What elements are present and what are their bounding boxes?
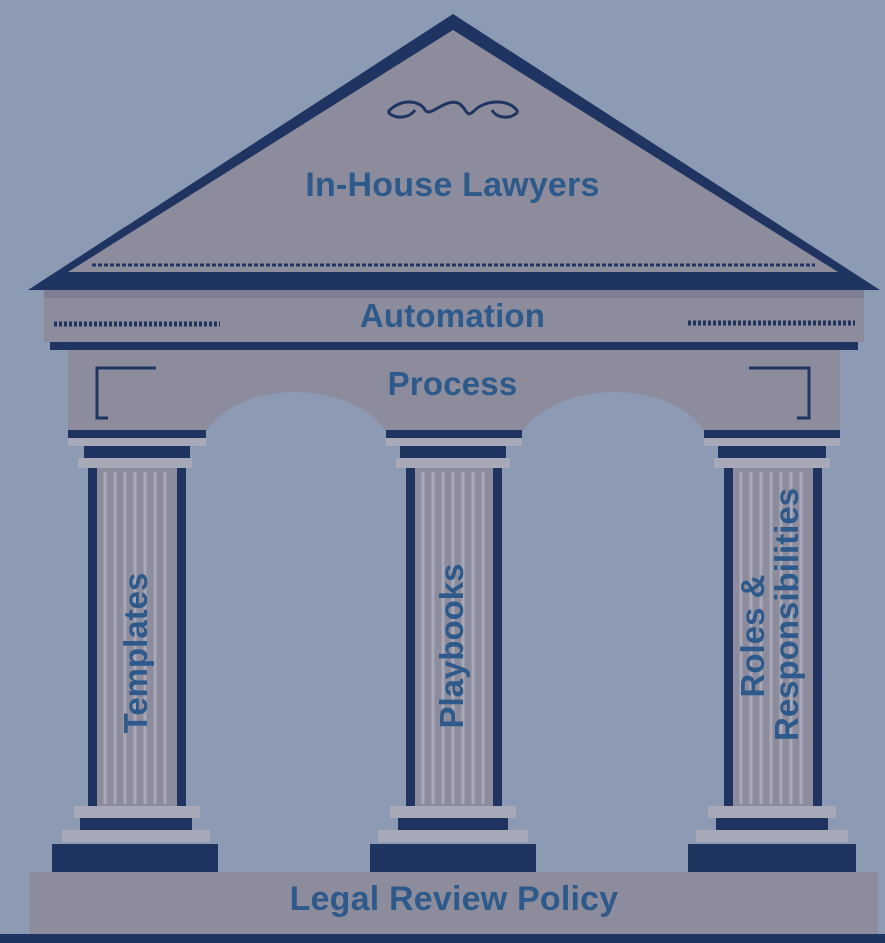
process-slab bbox=[68, 350, 840, 432]
column-label-playbooks: Playbooks bbox=[433, 563, 470, 729]
base-edge bbox=[0, 934, 885, 943]
roof-face bbox=[68, 30, 838, 272]
column-label-templates: Templates bbox=[117, 572, 154, 734]
process-label: Process bbox=[387, 365, 518, 402]
automation-shadow bbox=[44, 290, 864, 298]
automation-band bbox=[44, 290, 864, 342]
column-1 bbox=[52, 430, 218, 872]
band-divider bbox=[50, 342, 858, 350]
column-label-line2: Responsibilities bbox=[768, 487, 805, 741]
column-label-roles: Roles & Responsibilities bbox=[734, 487, 805, 741]
roof-title: In-House Lawyers bbox=[305, 166, 600, 204]
right-bracket bbox=[749, 366, 811, 420]
automation-label: Automation bbox=[359, 297, 546, 334]
column-3 bbox=[688, 430, 856, 872]
left-bracket bbox=[95, 366, 156, 420]
flourish-icon bbox=[386, 100, 520, 119]
column-2 bbox=[370, 430, 536, 872]
base-label: Legal Review Policy bbox=[289, 880, 619, 918]
column-label-line1: Roles & bbox=[734, 574, 771, 698]
base-platform bbox=[30, 872, 878, 934]
